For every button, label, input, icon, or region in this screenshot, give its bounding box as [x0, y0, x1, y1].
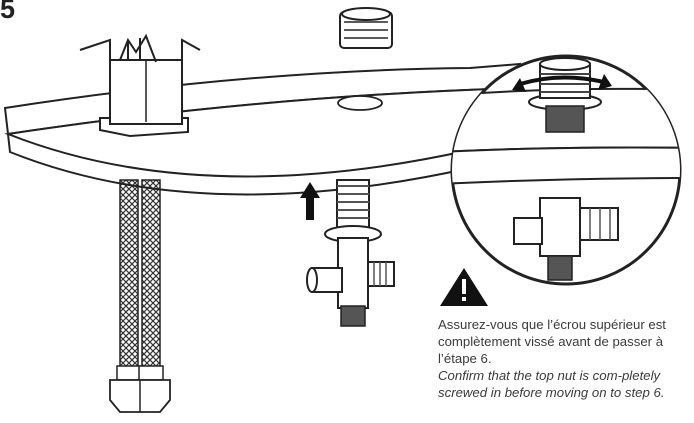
mounting-hole: [337, 95, 383, 111]
step-number: 5: [0, 0, 16, 24]
mixing-valve: [306, 179, 395, 327]
warning-text-english: Confirm that the top nut is com-pletely …: [438, 368, 665, 400]
top-nut: [339, 7, 393, 49]
warning-caption: Assurez-vous que l’écrou supérieur est c…: [438, 316, 694, 401]
up-arrow-icon: [300, 182, 320, 220]
warning-triangle-icon: [440, 268, 488, 306]
rotation-arrow-icon: [519, 75, 605, 86]
warning-text-french: Assurez-vous que l’écrou supérieur est c…: [438, 317, 666, 366]
countertop: [3, 62, 521, 196]
faucet-base: [79, 33, 201, 138]
supply-hoses: [109, 179, 171, 413]
detail-magnifier: [450, 54, 682, 286]
